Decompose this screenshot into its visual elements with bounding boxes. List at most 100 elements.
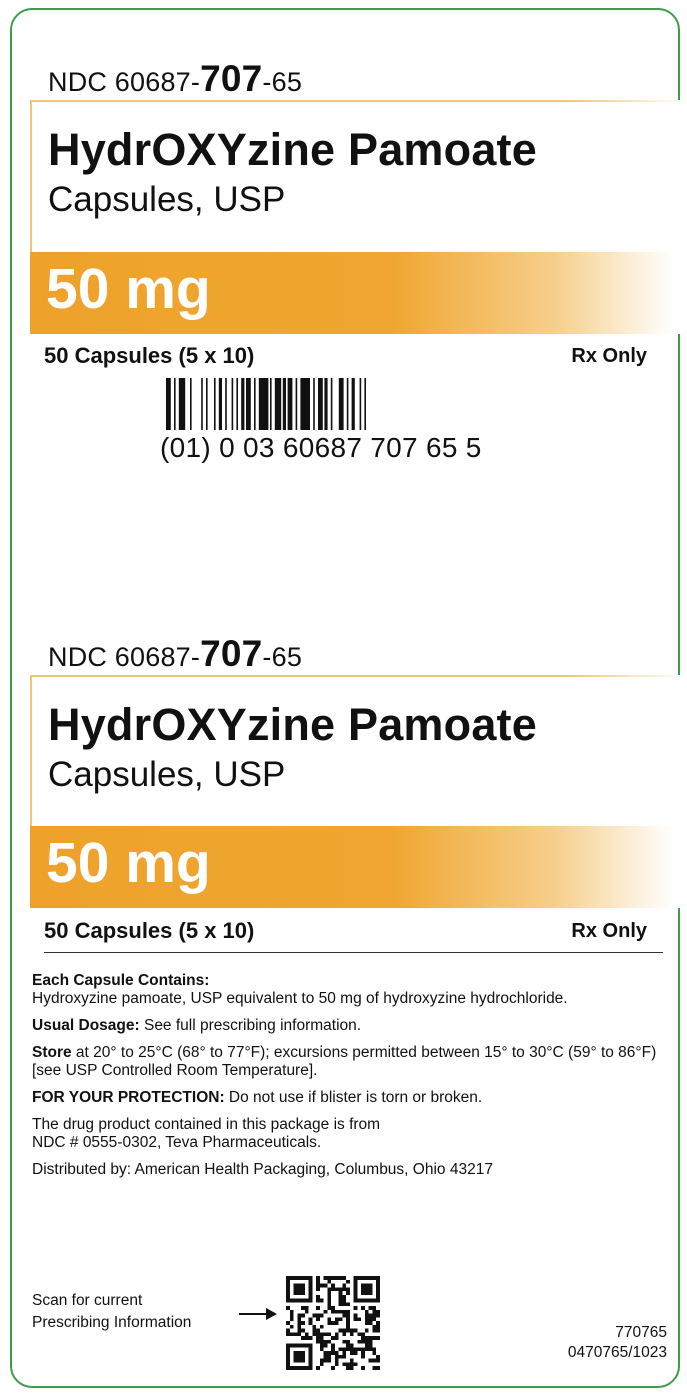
qr-module	[361, 1347, 365, 1352]
barcode-bar	[346, 378, 349, 430]
qr-module	[327, 1294, 332, 1299]
qr-module	[346, 1362, 350, 1367]
qr-module	[342, 1332, 347, 1337]
title-box: HydrOXYzine Pamoate Capsules, USP	[30, 675, 687, 832]
qr-module	[323, 1354, 328, 1359]
qr-module	[297, 1328, 302, 1333]
qr-module	[361, 1336, 365, 1340]
qr-module	[301, 1328, 305, 1333]
qr-module	[364, 1313, 369, 1318]
qr-module	[293, 1291, 298, 1295]
qr-module	[308, 1279, 313, 1284]
qr-module	[346, 1347, 350, 1352]
qr-module	[323, 1332, 328, 1337]
qr-module	[372, 1324, 377, 1329]
qr-module	[342, 1287, 347, 1292]
qr-module	[293, 1332, 298, 1337]
qr-module	[319, 1332, 324, 1337]
qr-module	[293, 1276, 298, 1280]
barcode-bar	[218, 378, 222, 430]
qr-module	[364, 1347, 369, 1352]
qr-module	[338, 1287, 343, 1292]
qr-module	[364, 1343, 369, 1348]
barcode-digits: (01) 0 03 60687 707 65 5	[160, 432, 482, 463]
qr-module	[304, 1366, 309, 1370]
qr-module	[376, 1354, 380, 1359]
qr-module	[353, 1276, 358, 1280]
barcode-bar	[174, 378, 176, 430]
qr-module	[331, 1321, 335, 1325]
qr-module	[304, 1343, 309, 1348]
barcode-bar	[166, 378, 171, 430]
qr-module	[297, 1283, 302, 1288]
qr-module	[376, 1313, 380, 1318]
qr-module	[357, 1347, 362, 1352]
qr-module	[376, 1321, 380, 1325]
code-1: 770765	[615, 1324, 667, 1341]
qr-module	[349, 1351, 354, 1355]
dosage-form: Capsules, USP	[48, 180, 286, 219]
qr-module	[346, 1366, 350, 1370]
barcode-bar	[351, 378, 355, 430]
qr-module	[327, 1339, 332, 1344]
qr-module	[286, 1287, 290, 1292]
barcode-bar	[241, 378, 245, 430]
qr-module	[316, 1283, 320, 1288]
qr-module	[349, 1362, 354, 1367]
qr-module	[346, 1309, 350, 1314]
qr-module	[323, 1339, 328, 1344]
qr-module	[293, 1358, 298, 1363]
qr-module	[327, 1351, 332, 1355]
qr-module	[289, 1366, 294, 1370]
qr-module	[346, 1291, 350, 1295]
barcode-bar	[178, 378, 186, 430]
contents-text: Hydroxyzine pamoate, USP equivalent to 5…	[32, 990, 568, 1007]
source-line-1: The drug product contained in this packa…	[32, 1116, 381, 1133]
qr-module	[342, 1283, 347, 1288]
qr-module	[304, 1336, 309, 1340]
qr-module	[308, 1336, 313, 1340]
qr-code-icon[interactable]	[286, 1276, 380, 1370]
qr-module	[368, 1343, 373, 1348]
qr-module	[301, 1343, 305, 1348]
qr-module	[323, 1283, 328, 1288]
qr-module	[308, 1354, 313, 1359]
qr-module	[357, 1332, 362, 1337]
qr-module	[368, 1347, 373, 1352]
qr-module	[349, 1366, 354, 1370]
qr-module	[327, 1287, 332, 1292]
qr-module	[331, 1306, 335, 1310]
barcode-bar	[214, 378, 216, 430]
qr-module	[342, 1276, 347, 1280]
capsule-count: 50 Capsules (5 x 10)	[44, 343, 255, 368]
barcode-bar	[338, 378, 344, 430]
qr-module	[376, 1309, 380, 1314]
qr-module	[376, 1366, 380, 1370]
qr-module	[357, 1339, 362, 1344]
distributor: Distributed by: American Health Packagin…	[32, 1161, 493, 1178]
qr-module	[364, 1321, 369, 1325]
qr-module	[368, 1283, 373, 1288]
qr-module	[353, 1351, 358, 1355]
qr-module	[372, 1317, 377, 1322]
qr-module	[342, 1362, 347, 1367]
qr-module	[312, 1332, 317, 1337]
qr-module	[304, 1276, 309, 1280]
qr-module	[319, 1324, 324, 1329]
qr-module	[338, 1347, 343, 1352]
qr-module	[316, 1276, 320, 1280]
qr-module	[316, 1313, 320, 1318]
qr-module	[297, 1298, 302, 1303]
qr-module	[361, 1287, 365, 1292]
qr-module	[308, 1298, 313, 1303]
strength-band: 50 mg	[30, 826, 687, 908]
qr-module	[372, 1306, 377, 1310]
barcode-bar	[359, 378, 362, 430]
qr-module	[308, 1276, 313, 1280]
qr-module	[357, 1298, 362, 1303]
storage-heading: Store	[32, 1044, 72, 1061]
barcode-bar	[246, 378, 251, 430]
qr-module	[297, 1291, 302, 1295]
qr-module	[353, 1313, 358, 1318]
qr-module	[338, 1309, 343, 1314]
